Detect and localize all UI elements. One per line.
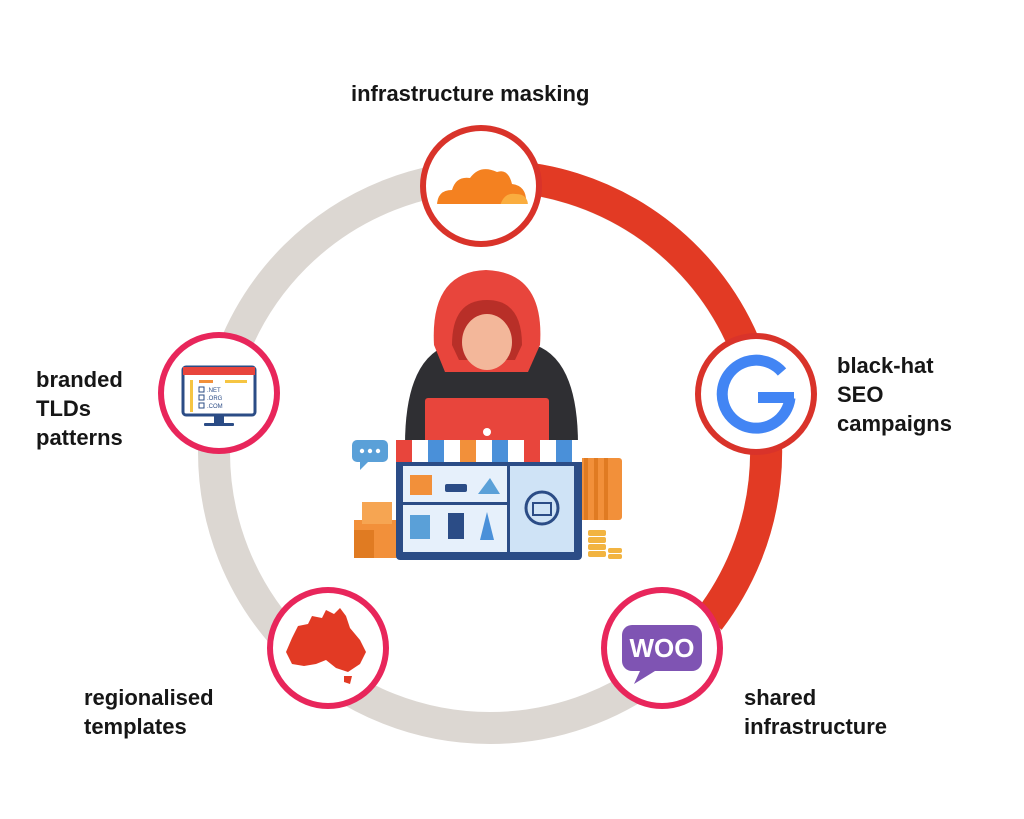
node-black-hat-seo xyxy=(695,333,817,455)
label-shared-infrastructure: shared infrastructure xyxy=(744,683,887,741)
domain-com-text: .COM xyxy=(207,404,223,410)
node-branded-tlds: .NET .ORG .COM xyxy=(158,332,280,454)
label-line: campaigns xyxy=(837,411,952,436)
label-black-hat-seo: black-hat SEO campaigns xyxy=(837,351,952,438)
label-line: regionalised xyxy=(84,685,214,710)
node-regionalised-templates xyxy=(267,587,389,709)
google-g-icon xyxy=(716,354,796,434)
label-line: shared xyxy=(744,685,817,710)
cycle-ring-red xyxy=(499,160,783,630)
label-line: patterns xyxy=(36,425,123,450)
hooded-hacker-storefront-icon xyxy=(352,270,622,560)
domain-net-text: .NET xyxy=(207,388,221,394)
label-line: branded xyxy=(36,367,123,392)
cloudflare-cloud-icon xyxy=(437,169,529,207)
label-infrastructure-masking: infrastructure masking xyxy=(351,79,589,108)
domain-org-text: .ORG xyxy=(207,396,223,402)
label-line: SEO xyxy=(837,382,884,407)
label-line: TLDs xyxy=(36,396,91,421)
label-line: infrastructure masking xyxy=(351,81,590,106)
label-line: black-hat xyxy=(837,353,934,378)
label-line: infrastructure xyxy=(744,714,888,739)
label-branded-tlds: branded TLDs patterns xyxy=(36,365,123,452)
node-infrastructure-masking xyxy=(420,125,542,247)
label-regionalised-templates: regionalised templates xyxy=(84,683,214,741)
woo-logo-text: WOO xyxy=(630,633,695,663)
domain-monitor-icon: .NET .ORG .COM xyxy=(181,365,257,426)
australia-map-icon xyxy=(286,608,366,684)
woocommerce-icon: WOO xyxy=(622,625,702,684)
label-line: templates xyxy=(84,714,187,739)
node-shared-infrastructure: WOO xyxy=(601,587,723,709)
